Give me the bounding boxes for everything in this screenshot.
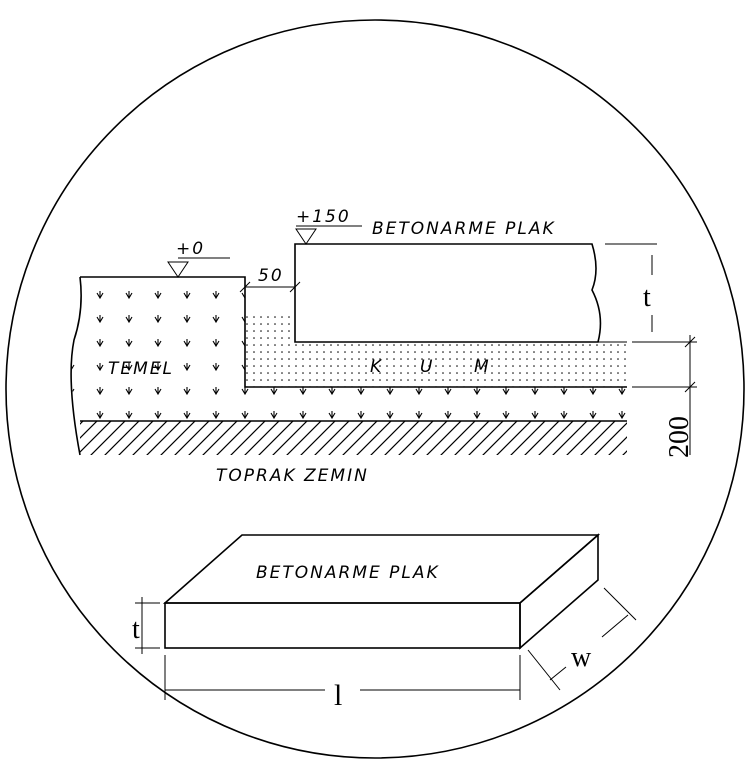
foundation-label: TEMEL	[108, 359, 174, 379]
isometric-slab: BETONARME PLAK t l w	[132, 533, 637, 712]
iso-slab-label: BETONARME PLAK	[256, 563, 440, 583]
concrete-slab	[294, 243, 602, 343]
elevation-marker-icon	[295, 228, 317, 245]
elevation-ground: +0	[176, 239, 205, 259]
width-dim: w	[571, 642, 592, 673]
sand-letter: M	[474, 357, 491, 377]
gap-dim: 50	[258, 266, 284, 286]
iso-thickness-dim: t	[132, 614, 140, 645]
soil-label: TOPRAK ZEMIN	[216, 466, 369, 486]
sand-fill	[245, 312, 627, 387]
sand-letter: U	[420, 357, 434, 377]
detail-circle	[5, 19, 745, 759]
length-dim: l	[334, 679, 342, 712]
elevation-slab: +150	[296, 207, 351, 227]
sand-dim: 200	[664, 416, 695, 458]
foundation-fill	[71, 277, 627, 421]
soil-hatch	[80, 421, 627, 455]
slab-label: BETONARME PLAK	[372, 219, 556, 239]
elevation-marker-icon	[167, 261, 189, 278]
slab-side-face	[519, 533, 599, 650]
slab-front-face	[164, 602, 521, 649]
thickness-dim: t	[643, 282, 651, 313]
section-view: +0 +150 BETONARME PLAK 50 TEMEL K U M TO…	[70, 207, 697, 486]
sand-letter: K	[370, 357, 383, 377]
